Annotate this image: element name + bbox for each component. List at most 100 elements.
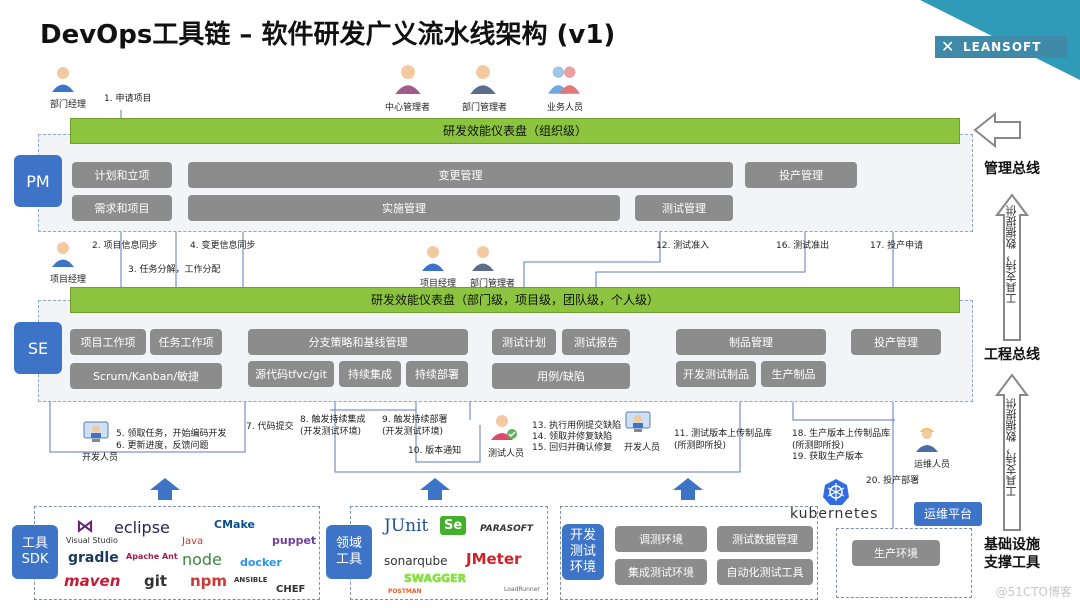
implementation-box[interactable]: 实施管理 [188,195,620,221]
debug-env-box[interactable]: 调测环境 [615,526,707,552]
sdk-panel [34,506,320,600]
test-data-box[interactable]: 测试数据管理 [717,526,813,552]
cd-box[interactable]: 持续部署 [406,361,468,387]
tool-logo: Se [440,516,467,535]
step-label: 19. 获取生产版本 [792,452,864,462]
tool-logo: Visual Studio [66,536,118,545]
step-label: 8. 触发持续集成 (开发测试环境) [300,415,366,437]
dept-manager3-role: 部门管理者 [470,244,515,289]
step-label: 2. 项目信息同步 [92,241,158,251]
tool-logo: CHEF [276,584,306,595]
team-dashboard-bar[interactable]: 研发效能仪表盘（部门级，项目级，团队级，个人级） [70,287,960,313]
cases-defects-box[interactable]: 用例/缺陷 [492,363,630,389]
artifacts-box[interactable]: 制品管理 [676,329,826,355]
step-label: 6. 更新进度，反馈问题 [116,441,209,451]
developer-icon [625,411,651,432]
pm-tag: PM [14,155,62,207]
role-label: 中心管理者 [385,103,431,113]
step-label: 18. 生产版本上传制品库 (所测即所投) [792,429,891,451]
prod-env-box[interactable]: 生产环境 [852,540,940,566]
tool-logo: gradle [68,550,119,566]
source-control-box[interactable]: 源代码tfvc/git [248,361,334,387]
domain-tag: 领域 工具 [326,525,372,579]
tool-logo: maven [64,572,121,590]
step-label: 5. 领取任务，开始编码开发 [116,429,227,439]
step-label: 10. 版本通知 [408,446,462,456]
branch-box[interactable]: 分支策略和基线管理 [248,329,468,355]
person-icon [52,67,74,92]
plan-box[interactable]: 计划和立项 [72,162,172,188]
step-label: 4. 变更信息同步 [190,241,256,251]
tool-logo: sonarqube [384,554,448,568]
pm-production-box[interactable]: 投产管理 [745,162,857,188]
tool-logo: Apache Ant [126,552,178,561]
test-mgmt-box[interactable]: 测试管理 [635,195,733,221]
project-manager-role: 项目经理 [50,240,86,285]
step-label: 13. 执行用例提交缺陷 [532,421,622,431]
watermark: @51CTO博客 [995,585,1072,599]
tool-logo: CMake [214,518,255,531]
requirements-box[interactable]: 需求和项目 [72,195,172,221]
dev-artifacts-box[interactable]: 开发测试制品 [676,361,756,387]
test-report-box[interactable]: 测试报告 [562,329,630,355]
sdk-tag: 工具 SDK [12,525,58,579]
tool-logo: node [182,550,222,569]
tool-logo: JUnit [384,516,429,536]
role-label: 项目经理 [50,275,87,285]
step-label: 12. 测试准入 [656,241,710,251]
role-label: 开发人员 [82,453,119,463]
developer-role: 开发人员 [82,420,118,463]
tool-logo: npm [190,572,228,590]
ci-box[interactable]: 持续集成 [339,361,401,387]
role-label: 部门经理 [50,100,87,110]
tool-logo: puppet [272,534,317,547]
role-label: 开发人员 [624,443,661,453]
step-label: 20. 投产部署 [866,476,920,486]
group-icon [548,66,580,94]
env-tag: 开发 测试 环境 [562,524,604,580]
role-label: 测试人员 [488,449,525,459]
step-label: 14. 领取并修复缺陷 [532,432,613,442]
tool-logo: SWAGGER [404,572,467,585]
se-production-box[interactable]: 投产管理 [851,329,941,355]
person-icon [422,246,444,271]
step-label: 9. 触发持续部署 (开发测试环境) [382,415,448,437]
person-icon [52,242,74,267]
management-bus-label: 管理总线 [984,161,1040,177]
role-label: 部门管理者 [462,103,508,113]
auto-test-box[interactable]: 自动化测试工具 [717,559,813,585]
engineering-bus-label: 工程总线 [984,347,1040,363]
project-items-box[interactable]: 项目工作项 [70,329,146,355]
step-label: 11. 测试版本上传制品库 (所测即所投) [674,429,773,451]
logo: LEANSOFT [935,36,1067,58]
test-plan-box[interactable]: 测试计划 [492,329,556,355]
role-label: 业务人员 [547,103,584,113]
person-icon [472,246,494,271]
integration-env-box[interactable]: 集成测试环境 [615,559,707,585]
tester-icon [491,415,517,440]
center-manager-role: 中心管理者 [385,62,430,113]
sdk-tools-logos: ⋈ Visual Studio eclipse Java CMake puppe… [64,512,317,598]
org-dashboard-bar[interactable]: 研发效能仪表盘（组织级） [70,118,960,144]
tool-logo: Java [182,536,204,547]
step-label: 1. 申请项目 [104,94,152,104]
change-mgmt-box[interactable]: 变更管理 [188,162,733,188]
infra-bus-label: 基础设施 支撑工具 [984,537,1040,571]
tester-role: 测试人员 [488,412,524,459]
tool-logo: LoadRunner [504,586,540,593]
business-staff-role: 业务人员 [547,62,583,113]
step-label: 16. 测试准出 [776,241,830,251]
step-label: 17. 投产申请 [870,241,924,251]
scrum-box[interactable]: Scrum/Kanban/敏捷 [70,363,222,389]
tool-logo: JMeter [466,550,522,568]
step-label: 7. 代码提交 [246,422,294,432]
logo-icon: ✕ [941,37,955,56]
tool-logo: PARASOFT [480,524,534,534]
prod-artifacts-box[interactable]: 生产制品 [761,361,826,387]
tool-logo: ANSIBLE [234,576,268,584]
role-label: 项目经理 [420,279,457,289]
dept-manager-role: 部门经理 [50,65,86,110]
support-text: 工具支持，数据提供 [1005,398,1018,497]
task-items-box[interactable]: 任务工作项 [150,329,222,355]
